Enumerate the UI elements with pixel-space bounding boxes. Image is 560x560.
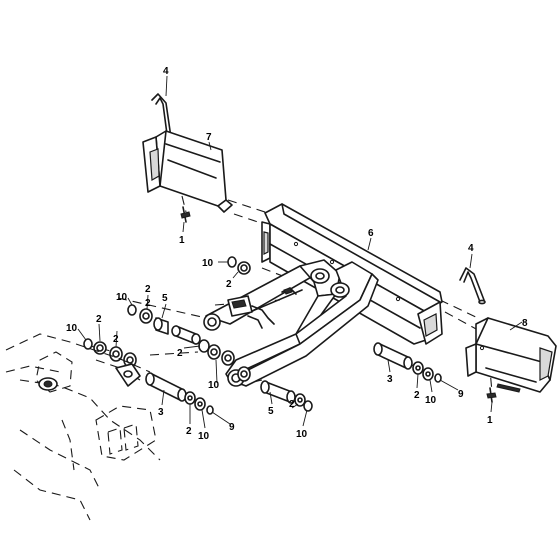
callout-3-left: 3 bbox=[158, 407, 164, 418]
callout-6: 6 bbox=[368, 228, 374, 239]
callout-2-bottom: 2 bbox=[186, 426, 192, 437]
callout-2-second: 2 bbox=[145, 298, 151, 309]
pin-3-left bbox=[145, 372, 214, 415]
callout-4-upper: 4 bbox=[163, 66, 169, 77]
pin-stack-upper bbox=[227, 256, 251, 275]
callout-3-right: 3 bbox=[387, 374, 393, 385]
callout-2-middle: 2 bbox=[145, 284, 151, 295]
callout-2-center: 2 bbox=[177, 348, 183, 359]
callout-5-upper: 5 bbox=[162, 293, 168, 304]
callout-2-leftlow: 2 bbox=[113, 334, 119, 345]
callout-10-middle: 10 bbox=[116, 292, 128, 303]
bolt-left bbox=[180, 206, 191, 223]
callout-2-left: 2 bbox=[96, 314, 102, 325]
callout-2-lower: 2 bbox=[289, 399, 295, 410]
machine-frame bbox=[5, 333, 161, 521]
callout-1-lower: 1 bbox=[487, 415, 493, 426]
callout-10-center: 10 bbox=[208, 380, 220, 391]
bracket-right bbox=[465, 317, 557, 393]
callout-10-bottom: 10 bbox=[198, 431, 210, 442]
bolt-right bbox=[486, 387, 497, 403]
callout-7: 7 bbox=[206, 132, 212, 143]
callout-2-upper: 2 bbox=[226, 279, 232, 290]
callout-10-upper: 10 bbox=[202, 258, 214, 269]
callout-10-right: 10 bbox=[425, 395, 437, 406]
callout-labels: 4 7 1 6 4 8 10 2 2 10 2 5 10 2 2 2 10 3 … bbox=[66, 66, 528, 442]
callout-10-left: 10 bbox=[66, 323, 78, 334]
bracket-left bbox=[142, 130, 233, 213]
pin-stack-middle bbox=[127, 304, 201, 345]
callout-9-left: 9 bbox=[229, 422, 235, 433]
lock-pin-right bbox=[459, 267, 486, 305]
callout-2-right: 2 bbox=[414, 390, 420, 401]
hydraulic-fittings bbox=[227, 287, 297, 329]
callout-leaders bbox=[77, 75, 523, 429]
callout-10-lower: 10 bbox=[296, 429, 308, 440]
pin-stack-left-lower bbox=[83, 338, 137, 368]
callout-9-right: 9 bbox=[458, 389, 464, 400]
callout-4-right: 4 bbox=[468, 243, 474, 254]
pin-5-lower bbox=[260, 380, 313, 412]
callout-8: 8 bbox=[522, 318, 528, 329]
callout-1-upper: 1 bbox=[179, 235, 185, 246]
callout-5-lower: 5 bbox=[268, 406, 274, 417]
pin-3-right bbox=[373, 342, 442, 383]
